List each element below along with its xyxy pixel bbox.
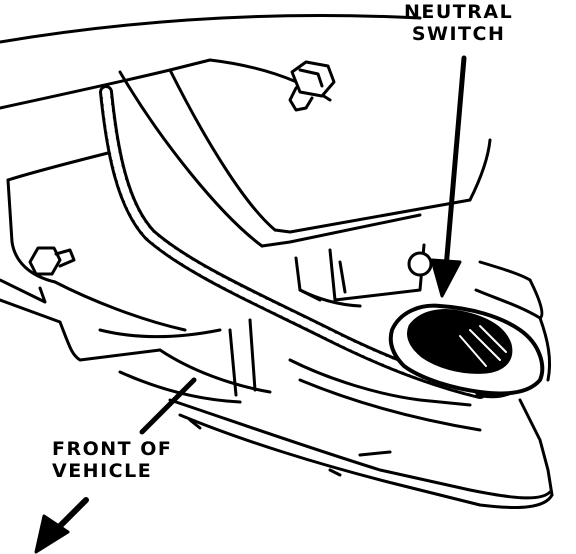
- front-of-vehicle-label: FRONT OF VEHICLE: [52, 438, 172, 482]
- body-panel-outline: [0, 14, 492, 248]
- neutral-switch-pointer: [430, 55, 467, 298]
- mount-knob: [407, 251, 433, 277]
- bolt-upper: [288, 60, 336, 112]
- switch-mount-housing: [228, 243, 552, 432]
- neutral-switch-label-line1: NEUTRAL: [404, 1, 514, 23]
- front-of-vehicle-label-line2: VEHICLE: [52, 460, 153, 482]
- front-of-vehicle-label-line1: FRONT OF: [52, 438, 173, 460]
- neutral-switch-label: NEUTRAL SWITCH: [404, 1, 513, 45]
- oil-pan: [168, 398, 554, 510]
- neutral-switch-label-line2: SWITCH: [411, 23, 506, 45]
- neutral-switch-connector: [388, 303, 545, 396]
- front-of-vehicle-leader: [34, 377, 197, 554]
- front-direction-arrow-icon: [34, 514, 70, 554]
- bolt-left: [28, 246, 76, 276]
- transmission-case: [0, 148, 272, 404]
